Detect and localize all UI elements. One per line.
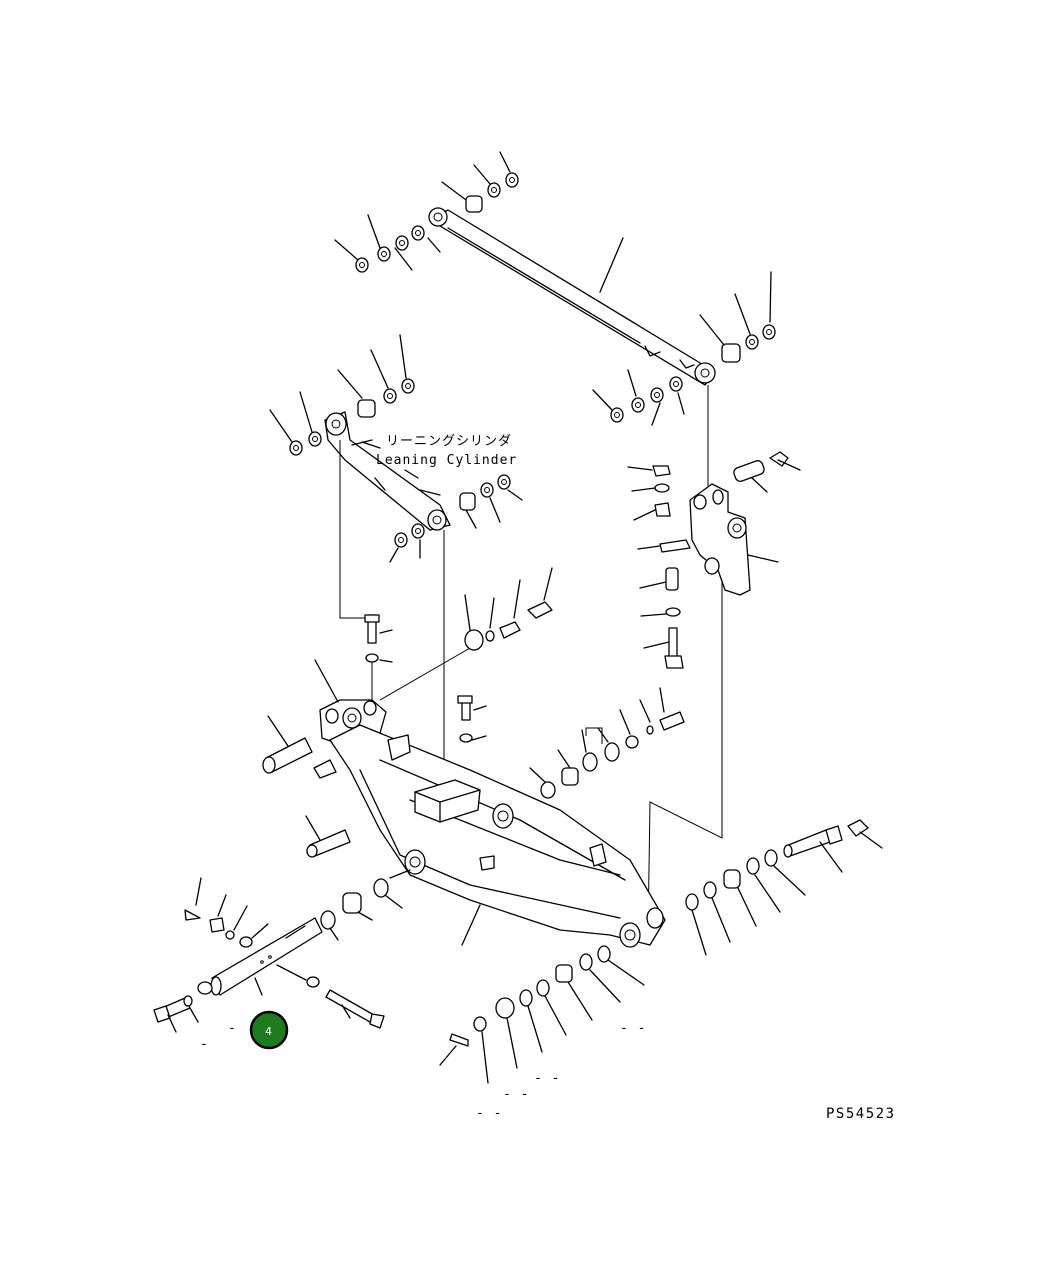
mark-6: - -	[620, 1021, 646, 1036]
drawing-code: PS54523	[826, 1106, 896, 1122]
bar-lower-washers	[592, 369, 685, 426]
mark-1: - -	[476, 1106, 502, 1121]
leaning-cylinder	[324, 411, 451, 531]
guide-lines	[339, 385, 723, 936]
callout-number-4[interactable]: 4	[249, 1010, 289, 1050]
mark-4: -	[228, 1021, 237, 1036]
mark-2: - -	[503, 1087, 529, 1102]
mark-3: - -	[534, 1071, 560, 1086]
cylinder-label-jp: リーニングシリンダ	[386, 434, 512, 449]
callout-circle[interactable]	[249, 1010, 289, 1050]
top-bushings	[441, 151, 519, 213]
bottom-right-parts	[439, 819, 883, 1084]
middle-small-parts	[364, 567, 685, 799]
dash-marks: - - - - - - - - - -	[200, 1021, 646, 1121]
main-arm	[329, 724, 666, 948]
bar-right-washers	[699, 271, 776, 363]
mark-5: -	[200, 1037, 209, 1052]
right-bracket	[627, 451, 801, 669]
left-pin	[305, 815, 351, 858]
cylinder-upper-washers	[269, 334, 415, 456]
cylinder-lower-washers	[389, 474, 523, 563]
upper-link-bar	[428, 207, 716, 386]
cylinder-label-en: Leaning Cylinder	[376, 453, 517, 468]
bottom-left-parts	[153, 869, 411, 1033]
top-left-washers	[334, 214, 441, 273]
callout-label: 4	[265, 1025, 272, 1038]
cylinder-label: リーニングシリンダ Leaning Cylinder	[361, 434, 517, 468]
